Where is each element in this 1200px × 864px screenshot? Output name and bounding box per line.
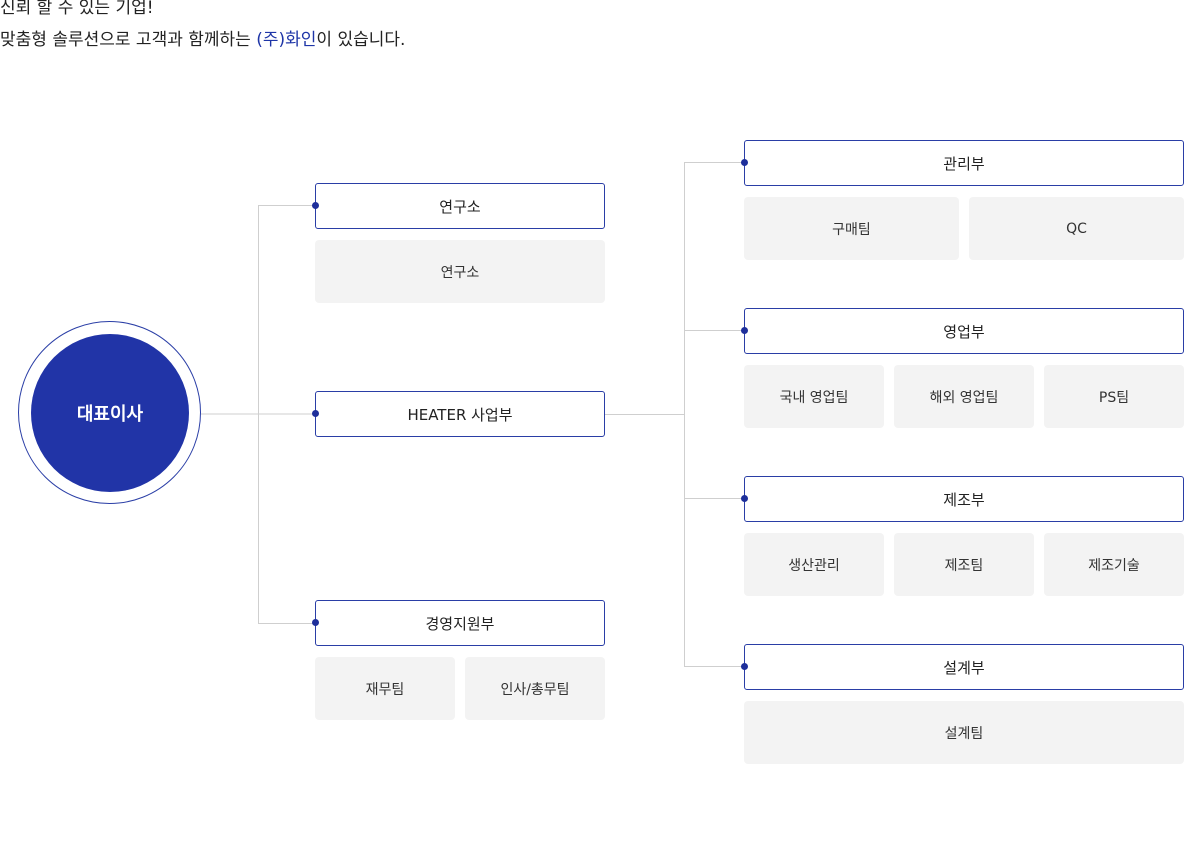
team-label: 인사/총무팀 [500, 681, 570, 698]
intro-line-2-before: 맞춤형 솔루션으로 고객과 함께하는 [0, 30, 257, 50]
team-label: 구매팀 [832, 221, 871, 238]
dept-design-label: 설계부 [943, 658, 985, 677]
ceo-label: 대표이사 [76, 404, 144, 425]
team-label: 제조기술 [1088, 557, 1140, 574]
team-qc: QC [969, 197, 1184, 260]
dept-manufacturing: 제조부 [741, 476, 1184, 522]
team-label: 연구소 [440, 264, 480, 281]
connector-dot [312, 410, 319, 417]
connector-dot [312, 619, 319, 626]
connector-dot [741, 327, 748, 334]
dept-management-support-label: 경영지원부 [425, 614, 495, 633]
connector-dot [741, 159, 748, 166]
dept-sales-label: 영업부 [943, 322, 985, 341]
team-manufacturing-tech: 제조기술 [1044, 533, 1184, 596]
team-production-management: 생산관리 [744, 533, 884, 596]
team-label: 해외 영업팀 [929, 389, 999, 406]
team-label: 생산관리 [788, 557, 840, 574]
ceo-outer-ring [18, 321, 201, 504]
team-label: 제조팀 [944, 557, 984, 574]
team-purchasing: 구매팀 [744, 197, 959, 260]
team-domestic-sales: 국내 영업팀 [744, 365, 884, 428]
team-label: PS팀 [1098, 389, 1130, 406]
team-label: 재무팀 [365, 681, 405, 698]
dept-design: 설계부 [741, 644, 1184, 690]
connector-dot [741, 495, 748, 502]
team-finance: 재무팀 [315, 657, 455, 720]
dept-research: 연구소 [312, 183, 605, 229]
connector-dot [741, 663, 748, 670]
dept-heater: HEATER 사업부 [312, 391, 605, 437]
team-label: 국내 영업팀 [779, 389, 849, 406]
intro-line-2: 맞춤형 솔루션으로 고객과 함께하는 (주)화인이 있습니다. [0, 24, 405, 56]
dept-research-label: 연구소 [439, 197, 481, 216]
team-design: 설계팀 [744, 701, 1184, 764]
ceo-node: 대표이사 [31, 334, 189, 492]
intro-line-2-after: 이 있습니다. [316, 30, 406, 50]
dept-management-support: 경영지원부 [312, 600, 605, 646]
dept-admin: 관리부 [741, 140, 1184, 186]
dept-admin-label: 관리부 [943, 154, 985, 173]
intro-line-1: 신뢰 할 수 있는 기업! [0, 0, 154, 18]
team-research: 연구소 [315, 240, 605, 303]
connector-dot [312, 202, 319, 209]
team-overseas-sales: 해외 영업팀 [894, 365, 1034, 428]
company-name-highlight: (주)화인 [256, 30, 317, 50]
team-label: QC [1066, 220, 1087, 237]
team-label: 설계팀 [944, 725, 984, 742]
team-ps: PS팀 [1044, 365, 1184, 428]
dept-manufacturing-label: 제조부 [943, 490, 985, 509]
dept-heater-label: HEATER 사업부 [407, 405, 513, 424]
dept-sales: 영업부 [741, 308, 1184, 354]
team-hr-general-affairs: 인사/총무팀 [465, 657, 605, 720]
team-manufacturing: 제조팀 [894, 533, 1034, 596]
